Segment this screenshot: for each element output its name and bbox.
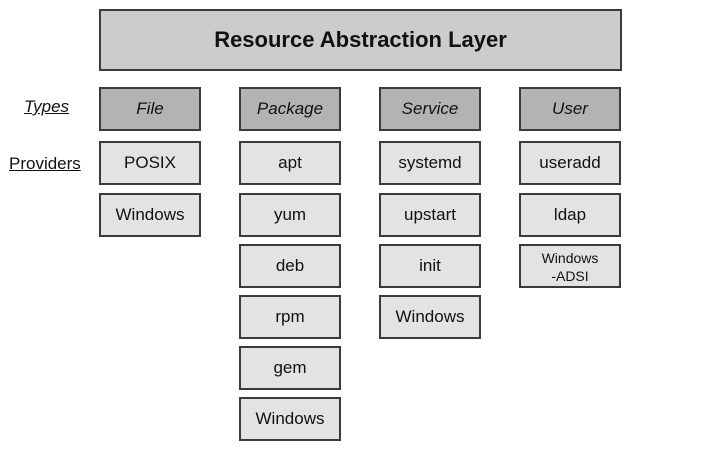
type-label: Package <box>256 99 324 118</box>
types-row-label: Types <box>24 97 70 116</box>
type-box-service: Service <box>379 87 481 131</box>
provider-label: apt <box>278 153 302 172</box>
provider-box: deb <box>239 244 341 288</box>
provider-box: Windows <box>379 295 481 339</box>
provider-box: POSIX <box>99 141 201 185</box>
provider-label: useradd <box>539 153 601 172</box>
provider-label: ldap <box>553 205 587 224</box>
provider-label: rpm <box>275 307 305 326</box>
providers-row-label: Providers <box>9 154 81 173</box>
provider-label: yum <box>273 205 307 224</box>
provider-label: gem <box>273 358 307 377</box>
provider-label: POSIX <box>124 153 176 172</box>
provider-label: deb <box>275 256 305 275</box>
type-label: File <box>136 99 164 118</box>
provider-label: init <box>419 256 441 275</box>
type-box-file: File <box>99 87 201 131</box>
provider-box: apt <box>239 141 341 185</box>
type-label: User <box>552 99 588 118</box>
provider-box: init <box>379 244 481 288</box>
resource-abstraction-layer-box: Resource Abstraction Layer <box>99 9 622 71</box>
provider-box: systemd <box>379 141 481 185</box>
provider-box: ldap <box>519 193 621 237</box>
provider-label: Windows <box>395 307 465 326</box>
provider-box: Windows <box>99 193 201 237</box>
provider-box: yum <box>239 193 341 237</box>
provider-box: Windows <box>239 397 341 441</box>
provider-label: Windows <box>115 205 185 224</box>
provider-box: gem <box>239 346 341 390</box>
provider-box: useradd <box>519 141 621 185</box>
type-box-user: User <box>519 87 621 131</box>
provider-label: upstart <box>404 205 456 224</box>
layer-title: Resource Abstraction Layer <box>214 27 507 52</box>
provider-box: rpm <box>239 295 341 339</box>
provider-box: upstart <box>379 193 481 237</box>
provider-label: systemd <box>398 153 462 172</box>
provider-label: Windows <box>255 409 325 428</box>
provider-label: Windows -ADSI <box>541 249 599 284</box>
provider-box: Windows -ADSI <box>519 244 621 288</box>
type-label: Service <box>401 99 459 118</box>
type-box-package: Package <box>239 87 341 131</box>
